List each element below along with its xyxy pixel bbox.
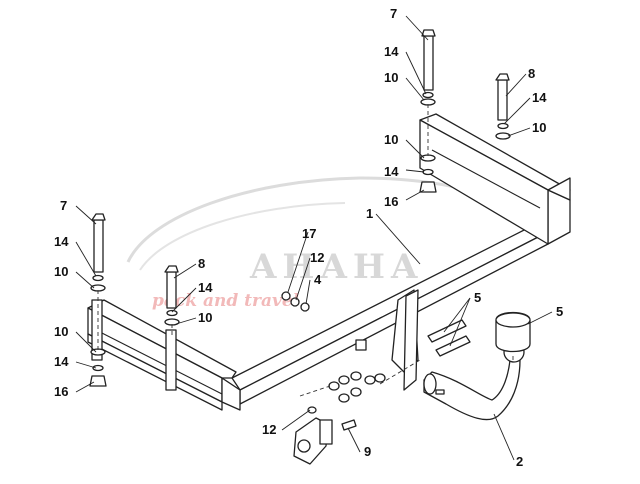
callout-10-mid: 10 xyxy=(384,132,398,147)
callout-17: 17 xyxy=(302,226,316,241)
callout-14-right: 14 xyxy=(532,90,547,105)
callout-10-left: 10 xyxy=(54,264,68,279)
callout-9: 9 xyxy=(364,444,371,459)
watermark-brand: AHAHA xyxy=(249,247,423,287)
callout-16-lower: 16 xyxy=(54,384,68,399)
callout-16-mid: 16 xyxy=(384,194,398,209)
callout-14-leftmid: 14 xyxy=(198,280,213,295)
callouts: 7 14 10 8 14 10 10 14 16 1 7 14 10 17 12… xyxy=(54,6,563,469)
callout-7-top: 7 xyxy=(390,6,397,21)
callout-4: 4 xyxy=(314,272,322,287)
callout-10-right: 10 xyxy=(532,120,546,135)
callout-8-right: 8 xyxy=(528,66,535,81)
crossbar xyxy=(87,113,571,411)
callout-5-cover: 5 xyxy=(556,304,563,319)
callout-14-mid: 14 xyxy=(384,164,399,179)
callout-8-left: 8 xyxy=(198,256,205,271)
callout-1: 1 xyxy=(366,206,373,221)
callout-10-top: 10 xyxy=(384,70,398,85)
callout-5-bolts: 5 xyxy=(474,290,481,305)
callout-12-upper: 12 xyxy=(310,250,324,265)
callout-14-lower: 14 xyxy=(54,354,69,369)
leader-lines xyxy=(75,15,553,461)
watermark-tagline: pack and travel xyxy=(152,291,300,311)
socket-plate xyxy=(293,406,357,465)
callout-10-leftmid: 10 xyxy=(198,310,212,325)
callout-14-top: 14 xyxy=(384,44,399,59)
small-fasteners xyxy=(281,291,310,312)
centre-bracket xyxy=(299,289,471,403)
callout-10-lower: 10 xyxy=(54,324,68,339)
watermark: AHAHA pack and travel xyxy=(126,176,511,311)
callout-14-left: 14 xyxy=(54,234,69,249)
tow-ball xyxy=(423,311,531,421)
callout-2: 2 xyxy=(516,454,523,469)
callout-7-left: 7 xyxy=(60,198,67,213)
callout-12-lower: 12 xyxy=(262,422,276,437)
